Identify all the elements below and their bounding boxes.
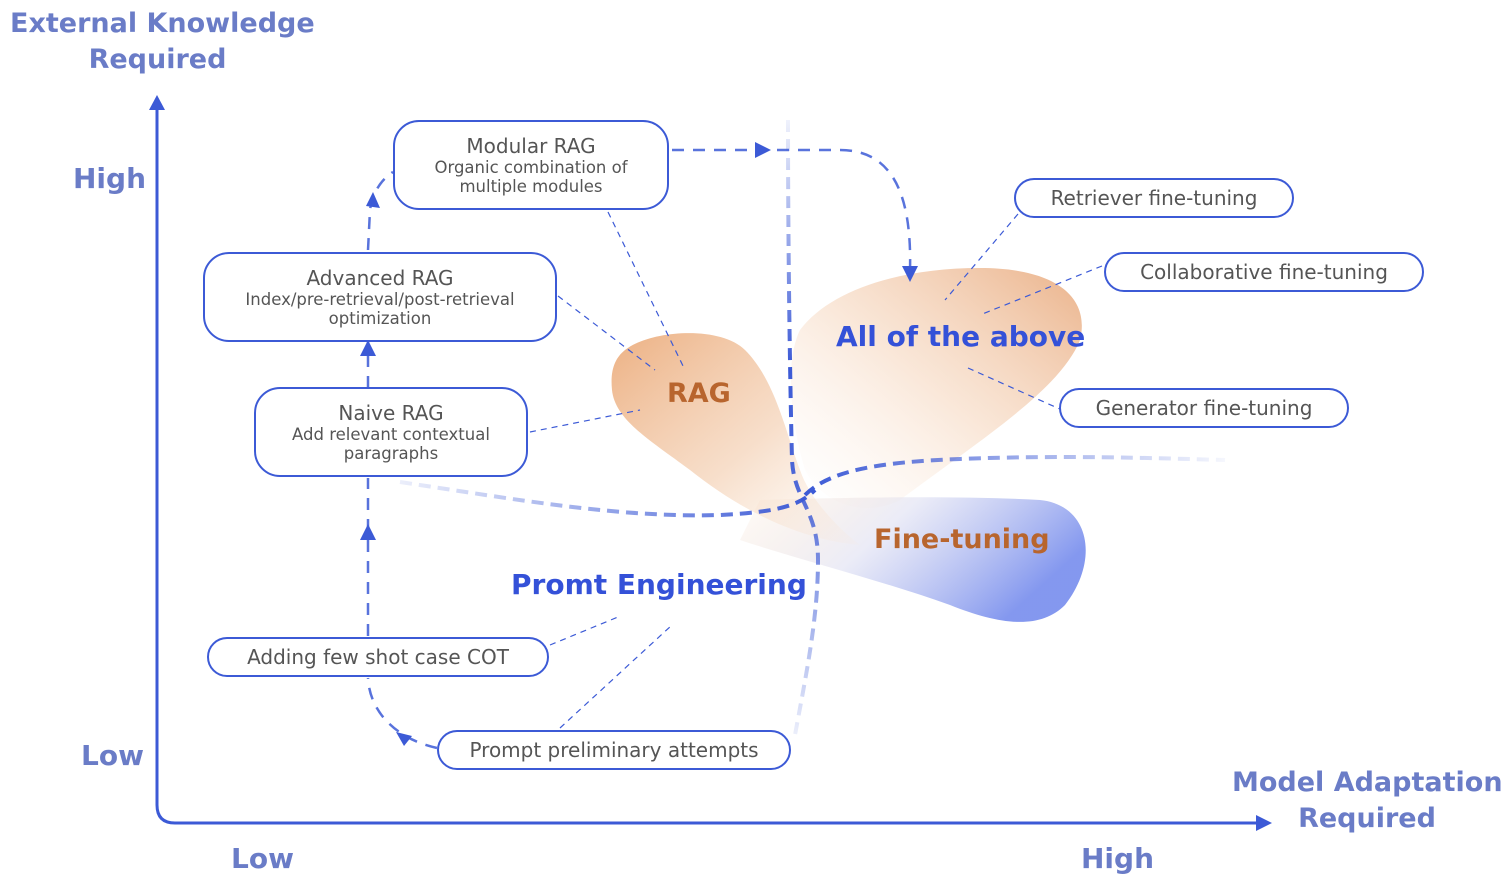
- all-of-the-above-region: [790, 268, 1082, 509]
- naive-rag-desc-line1: Add relevant contextual: [292, 425, 490, 444]
- modular-rag-box: Modular RAG Organic combination of multi…: [393, 120, 669, 210]
- naive-rag-title: Naive RAG: [338, 401, 444, 425]
- advanced-rag-title: Advanced RAG: [306, 266, 454, 290]
- y-axis-arrow-icon: [149, 95, 165, 110]
- collaborative-fine-tuning-pill: Collaborative fine-tuning: [1104, 252, 1424, 292]
- advanced-rag-desc-line1: Index/pre-retrieval/post-retrieval: [245, 290, 515, 309]
- y-axis-title-line2: Required: [88, 44, 227, 75]
- horizontal-boundary-right: [803, 455, 1226, 497]
- arrowhead-naive-icon: [360, 524, 376, 540]
- x-tick-high: High: [1081, 842, 1155, 875]
- all-of-the-above-label: All of the above: [836, 320, 1086, 353]
- few-shot-cot-pill: Adding few shot case COT: [207, 637, 549, 677]
- arrowheads: [360, 142, 918, 746]
- x-axis-arrow-icon: [1256, 815, 1272, 831]
- naive-rag-desc-line2: paragraphs: [343, 444, 439, 463]
- y-tick-low: Low: [81, 739, 144, 772]
- flow-prompt-to-cot: [366, 677, 438, 750]
- x-axis-title-line1: Model Adaptation: [1232, 767, 1503, 798]
- arrowhead-modular-icon: [366, 192, 380, 208]
- retriever-fine-tuning-pill: Retriever fine-tuning: [1014, 178, 1294, 218]
- y-tick-high: High: [73, 162, 147, 195]
- axis-line: [155, 108, 1258, 825]
- flow-advanced-to-modular: [366, 170, 394, 251]
- x-axis-title-line2: Required: [1298, 803, 1436, 834]
- rag-region-label: RAG: [667, 378, 731, 409]
- axes: [149, 95, 1272, 831]
- prompt-engineering-label: Promt Engineering: [511, 568, 807, 601]
- arrowhead-right-icon: [755, 142, 771, 158]
- modular-rag-desc-line1: Organic combination of: [434, 158, 628, 177]
- vertical-boundary-curve: [786, 119, 821, 736]
- y-axis-title: External Knowledge Required: [10, 6, 315, 78]
- arrowhead-advanced-icon: [360, 340, 376, 356]
- y-axis-title-line1: External Knowledge: [10, 8, 315, 39]
- naive-rag-box: Naive RAG Add relevant contextual paragr…: [254, 387, 528, 477]
- generator-fine-tuning-pill: Generator fine-tuning: [1059, 388, 1349, 428]
- arrowhead-cot-icon: [396, 732, 412, 746]
- x-tick-low: Low: [231, 842, 294, 875]
- modular-rag-title: Modular RAG: [466, 134, 596, 158]
- modular-rag-desc-line2: multiple modules: [459, 177, 603, 196]
- connector-lines: [529, 211, 1103, 729]
- arrowhead-down-icon: [902, 266, 918, 282]
- flow-modular-to-all: [672, 148, 912, 271]
- x-axis-title: Model Adaptation Required: [1232, 765, 1503, 837]
- horizontal-boundary-left: [399, 480, 817, 518]
- prompt-preliminary-pill: Prompt preliminary attempts: [437, 730, 791, 770]
- fine-tuning-label: Fine-tuning: [874, 524, 1050, 555]
- advanced-rag-box: Advanced RAG Index/pre-retrieval/post-re…: [203, 252, 557, 342]
- advanced-rag-desc-line2: optimization: [328, 309, 432, 328]
